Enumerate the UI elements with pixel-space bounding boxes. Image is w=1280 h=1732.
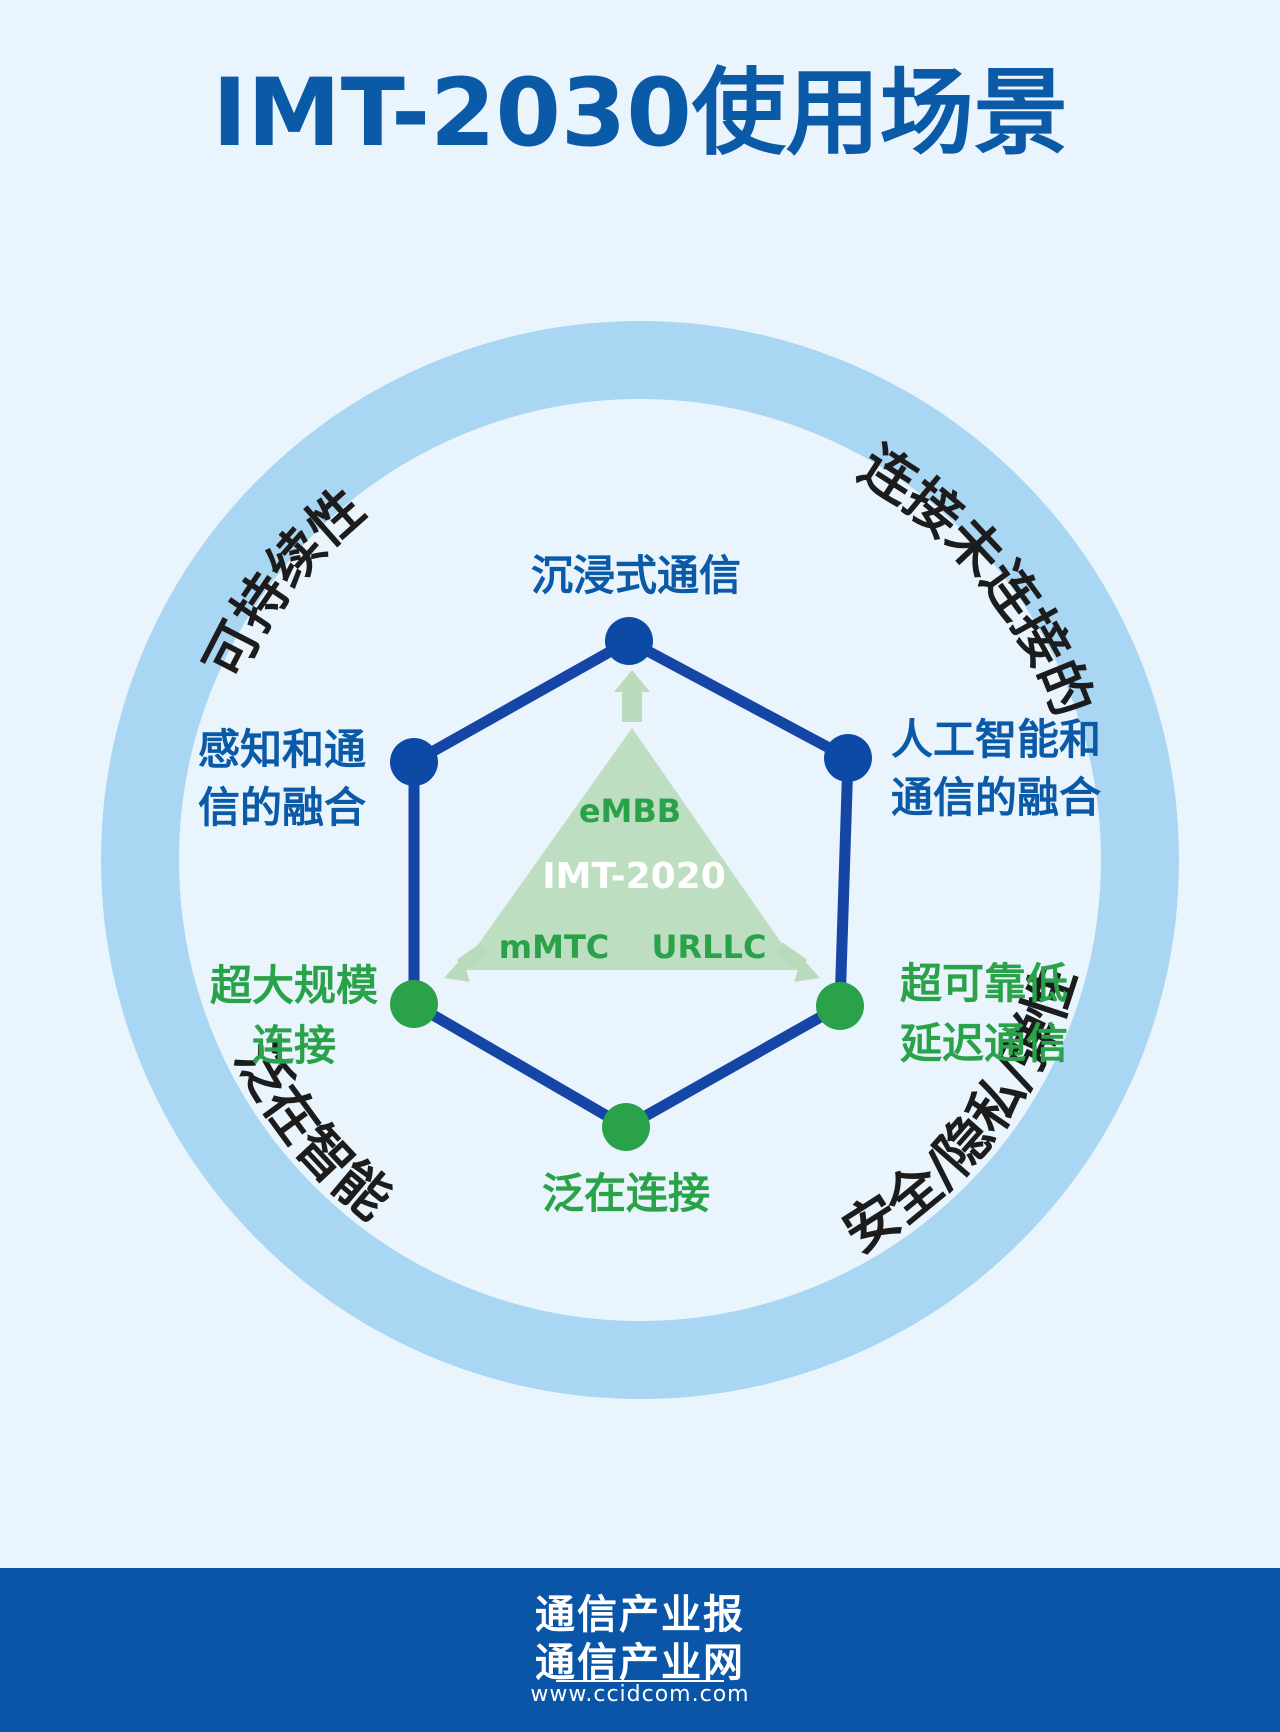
label-ubiquitous-connectivity: 泛在连接 bbox=[542, 1169, 710, 1218]
label-sensing-communication-line1: 感知和通 bbox=[198, 725, 366, 774]
node-immersive-communication bbox=[605, 617, 653, 665]
label-sensing-communication-line2: 信的融合 bbox=[198, 783, 366, 832]
imt-2020-triangle bbox=[460, 728, 800, 970]
footer-publisher-newspaper: 通信产业报 bbox=[535, 1592, 745, 1638]
node-ai-communication bbox=[824, 734, 872, 782]
triangle-label-mmtc: mMTC bbox=[499, 928, 610, 966]
triangle-label-imt-2020: IMT-2020 bbox=[542, 856, 726, 897]
footer-divider bbox=[556, 1680, 724, 1682]
arrow-down-left-icon bbox=[444, 942, 490, 982]
footer-url[interactable]: www.ccidcom.com bbox=[530, 1682, 750, 1707]
label-ai-communication-line2: 通信的融合 bbox=[891, 773, 1101, 822]
page-title: IMT-2030使用场景 bbox=[212, 59, 1067, 168]
node-massive-communication bbox=[390, 980, 438, 1028]
arrow-down-right-icon bbox=[774, 942, 820, 982]
outer-ring bbox=[101, 321, 1179, 1399]
label-hrllc-line2: 延迟通信 bbox=[900, 1019, 1068, 1068]
scenario-diagram: IMT-2030使用场景 可持续性 连接未连接的 泛在智能 安全/隐私/弹性 bbox=[101, 59, 1179, 1399]
label-ai-communication-line1: 人工智能和 bbox=[891, 715, 1101, 764]
footer-publisher-website: 通信产业网 bbox=[535, 1640, 745, 1686]
arrow-up-icon bbox=[614, 670, 650, 722]
node-ubiquitous-connectivity bbox=[602, 1103, 650, 1151]
node-hrllc bbox=[816, 982, 864, 1030]
label-immersive-communication: 沉浸式通信 bbox=[531, 551, 741, 600]
label-hrllc-line1: 超可靠低 bbox=[900, 959, 1068, 1008]
footer-banner: 通信产业报 通信产业网 www.ccidcom.com bbox=[0, 1568, 1280, 1732]
node-sensing-communication bbox=[390, 738, 438, 786]
triangle-label-urllc: URLLC bbox=[652, 928, 767, 966]
label-massive-communication-line1: 超大规模 bbox=[210, 961, 378, 1010]
triangle-label-embb: eMBB bbox=[579, 792, 681, 830]
label-massive-communication-line2: 连接 bbox=[252, 1021, 336, 1070]
